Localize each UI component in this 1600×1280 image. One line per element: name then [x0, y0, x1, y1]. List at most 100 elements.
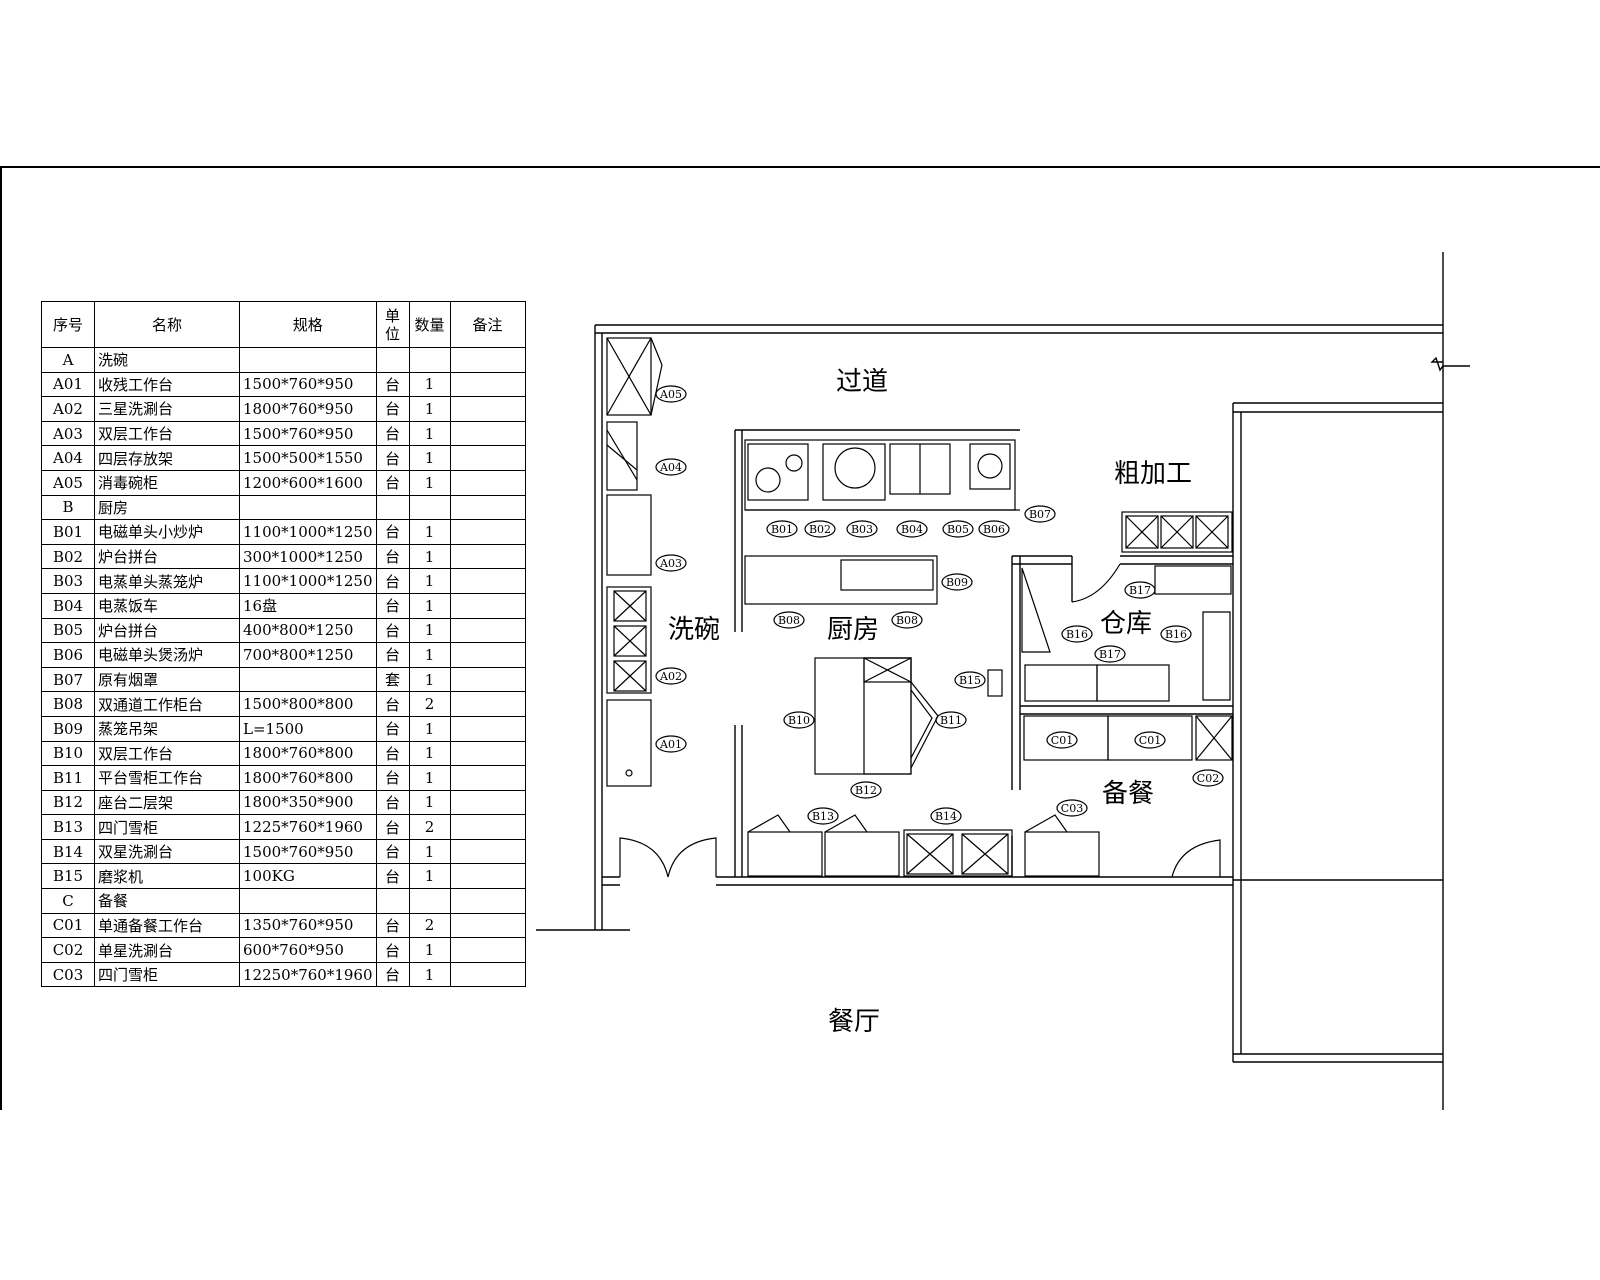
tag-c03: C03	[1056, 799, 1088, 817]
bottom-equipment	[747, 814, 1100, 877]
tag-label: B02	[809, 523, 831, 536]
cell-spec: 1800*350*900	[239, 789, 377, 816]
tag-a02: A02	[655, 667, 687, 685]
tag-bubble	[655, 554, 687, 572]
tag-bubble	[978, 520, 1010, 538]
cell-qty: 1	[408, 765, 451, 791]
cell-name: 厨房	[94, 494, 240, 521]
cell-unit: 台	[375, 912, 410, 939]
tag-bubble	[1056, 799, 1088, 817]
tag-a04: A04	[655, 458, 687, 476]
tag-bubble	[954, 671, 986, 689]
tag-b13: B13	[807, 807, 839, 825]
door-swings	[619, 837, 1221, 878]
cell-name: 炉台拼台	[94, 543, 240, 570]
cell-spec: 16盘	[239, 592, 377, 619]
tag-bubble	[807, 807, 839, 825]
tag-b11: B11	[935, 711, 967, 729]
tag-bubble	[891, 611, 923, 629]
tag-bubble	[1124, 581, 1156, 599]
tag-b07: B07	[1024, 505, 1056, 523]
tag-label: B17	[1129, 584, 1151, 597]
header-note: 备注	[449, 301, 526, 348]
cell-code: A03	[41, 420, 95, 447]
tag-label: B15	[959, 674, 981, 687]
tag-label: B14	[935, 810, 957, 823]
cell-note	[449, 888, 526, 914]
tag-b10: B10	[783, 711, 815, 729]
cell-spec: 1800*760*800	[239, 765, 377, 791]
room-label-kitchen: 厨房	[827, 615, 879, 645]
tag-label: B11	[940, 714, 962, 727]
cell-name: 磨浆机	[94, 863, 240, 890]
cell-code: B07	[41, 666, 95, 693]
tag-label: B09	[946, 576, 968, 589]
cell-note	[449, 543, 526, 570]
tag-bubble	[766, 520, 798, 538]
tag-bubble	[1134, 731, 1166, 749]
cell-code: B04	[41, 592, 95, 619]
cell-name: 平台雪柜工作台	[94, 765, 240, 791]
cell-unit: 台	[375, 420, 410, 447]
tag-bubble	[655, 667, 687, 685]
tag-bubble	[1192, 769, 1224, 787]
tag-b12: B12	[850, 781, 882, 799]
cell-code: B03	[41, 568, 95, 594]
cell-qty: 1	[408, 642, 451, 668]
tag-bubble	[1094, 645, 1126, 663]
cell-name: 四层存放架	[94, 445, 240, 471]
dishwash-equipment	[606, 337, 663, 787]
cell-qty: 2	[408, 814, 451, 840]
frame-top-line	[0, 166, 1600, 168]
room-label-prep: 粗加工	[1114, 459, 1192, 489]
tag-label: B17	[1099, 648, 1121, 661]
tag-label: B10	[788, 714, 810, 727]
cell-spec: 1100*1000*1250	[239, 568, 377, 594]
tag-b01: B01	[766, 520, 798, 538]
cell-spec: 1500*760*950	[239, 838, 377, 865]
cell-note	[449, 789, 526, 816]
tag-label: C03	[1061, 802, 1083, 815]
cell-qty: 1	[408, 371, 451, 398]
cell-name: 炉台拼台	[94, 617, 240, 644]
cell-unit: 台	[375, 568, 410, 594]
room-label-dishwash: 洗碗	[668, 615, 720, 645]
building-walls	[536, 252, 1470, 1110]
cell-name: 双层工作台	[94, 740, 240, 767]
room-label-corridor: 过道	[836, 367, 888, 397]
cell-unit: 台	[375, 740, 410, 767]
tag-label: B07	[1029, 508, 1051, 521]
room-label-storage: 仓库	[1100, 609, 1152, 639]
cell-spec	[239, 494, 377, 521]
cell-note	[449, 469, 526, 496]
tag-b17a: B17	[1124, 581, 1156, 599]
cell-name: 双通道工作柜台	[94, 691, 240, 717]
tag-b02: B02	[804, 520, 836, 538]
cell-note	[449, 617, 526, 644]
cell-spec: L=1500	[239, 715, 377, 742]
tag-label: B12	[855, 784, 877, 797]
cell-unit: 台	[375, 519, 410, 545]
cell-name: 座台二层架	[94, 789, 240, 816]
tag-b16b: B16	[1160, 625, 1192, 643]
cell-unit: 台	[375, 592, 410, 619]
tag-bubble	[1061, 625, 1093, 643]
cell-qty	[408, 888, 451, 914]
tag-bubble	[896, 520, 928, 538]
tag-b15: B15	[954, 671, 986, 689]
cell-spec: 1500*800*800	[239, 691, 377, 717]
cell-note	[449, 937, 526, 963]
cell-code: A02	[41, 396, 95, 422]
header-code: 序号	[41, 301, 95, 348]
tag-bubble	[804, 520, 836, 538]
tag-bubble	[655, 458, 687, 476]
